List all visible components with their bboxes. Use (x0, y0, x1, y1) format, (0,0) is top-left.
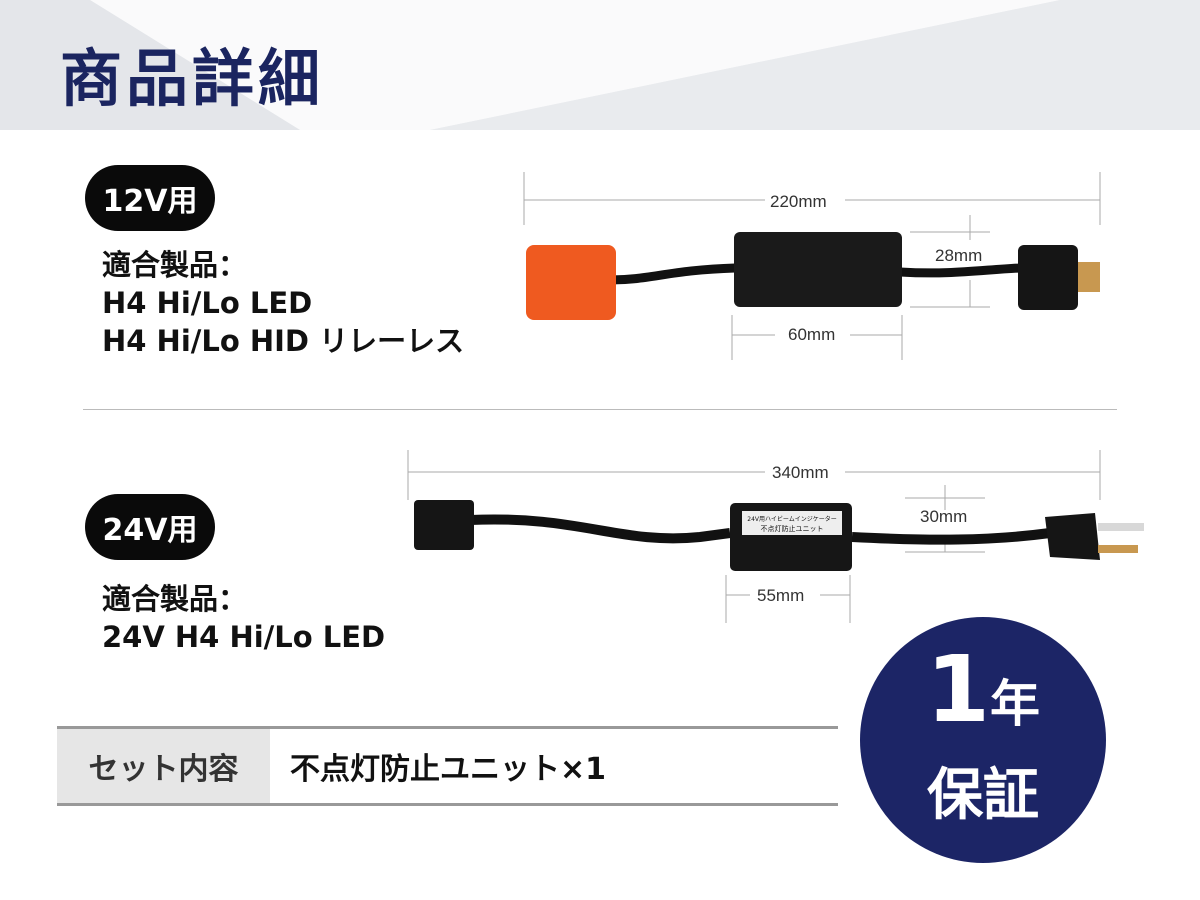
compat-product: H4 Hi/Lo LED (102, 286, 313, 320)
set-contents-value: 不点灯防止ユニット×1 (290, 752, 607, 787)
unit-label-line2: 不点灯防止ユニット (761, 524, 824, 533)
compat-label: 適合製品： (102, 248, 248, 282)
dim-unit-12v: 60mm (788, 325, 836, 344)
tag-12v: 12V用 (85, 165, 215, 231)
header-background-shapes (0, 0, 1200, 130)
compat-product: 24V H4 Hi/Lo LED (102, 620, 386, 654)
orange-connector (526, 245, 616, 320)
unit-label-line1: 24V用ハイビームインジケーター (747, 515, 836, 523)
set-contents-table: セット内容 不点灯防止ユニット×1 (57, 726, 838, 806)
h4-connector (1018, 245, 1078, 310)
set-contents-label: セット内容 (57, 729, 270, 803)
warranty-label: 保証 (927, 763, 1039, 828)
compat-24v: 適合製品： 24V H4 Hi/Lo LED (102, 580, 385, 656)
control-unit (734, 232, 902, 307)
page-title: 商品詳細 (60, 42, 325, 115)
dim-cable-24v: 30mm (920, 507, 968, 526)
section-divider (83, 409, 1117, 410)
header-band: 商品詳細 (0, 0, 1200, 130)
warranty-number: 1 (925, 636, 990, 743)
tag-24v: 24V用 (85, 494, 215, 560)
product-image-24v: 24V用ハイビームインジケーター 不点灯防止ユニット (407, 450, 1144, 623)
compat-product: H4 Hi/Lo HID リレーレス (102, 324, 465, 358)
dim-cable-12v: 28mm (935, 246, 983, 265)
compat-12v: 適合製品： H4 Hi/Lo LED H4 Hi/Lo HID リレーレス (102, 246, 464, 360)
warranty-badge: 1年 保証 (860, 617, 1106, 863)
compat-label: 適合製品： (102, 582, 248, 616)
warranty-unit: 年 (990, 675, 1040, 733)
dim-unit-24v: 55mm (757, 586, 805, 605)
dim-length-12v: 220mm (770, 192, 827, 211)
product-image-12v (523, 172, 1101, 360)
dim-length-24v: 340mm (772, 463, 829, 482)
